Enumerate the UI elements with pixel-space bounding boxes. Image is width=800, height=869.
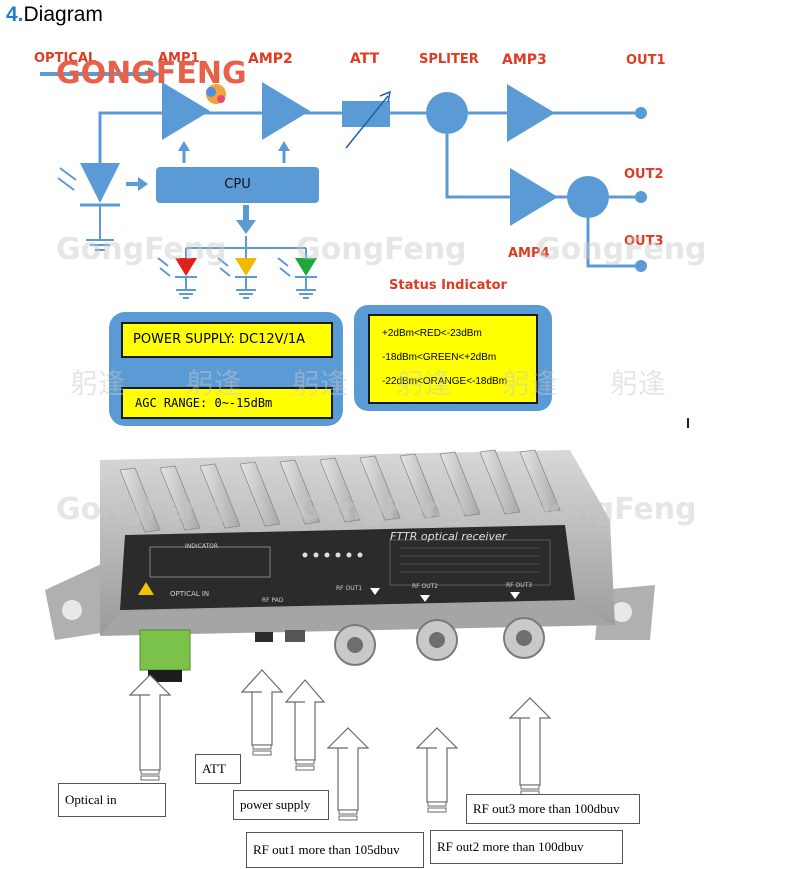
watermark-6: GongFeng	[526, 492, 697, 527]
arrow-rf-out1	[326, 727, 370, 811]
callout-rf-out1: RF out1 more than 105dbuv	[246, 832, 424, 868]
label-out1: OUT1	[626, 53, 666, 68]
section-number: 4.	[6, 3, 24, 26]
out1-port	[635, 107, 647, 119]
callout-rf-out2: RF out2 more than 100dbuv	[430, 830, 623, 864]
status-line-orange: -22dBm<ORANGE<-18dBm	[382, 376, 508, 387]
arrow-att	[240, 669, 284, 746]
led-green	[295, 258, 317, 276]
watermark-5: GongFeng	[296, 492, 467, 527]
device-rf-pad-label: RF PAD	[262, 597, 284, 604]
label-spliter: SPLITER	[419, 52, 479, 67]
brand-logo: GONGFENG	[56, 56, 247, 91]
callout-power-supply: power supply	[233, 790, 329, 820]
status-line-green: -18dBm<GREEN<+2dBm	[382, 352, 497, 363]
led-orange	[235, 258, 257, 276]
section-title: Diagram	[23, 3, 103, 26]
watermark-cjk-4: 躬逢	[396, 367, 453, 400]
arrow-power-supply	[284, 679, 326, 761]
splitter-circle	[426, 92, 468, 134]
watermark-cjk-5: 躬逢	[502, 367, 559, 400]
label-amp3: AMP3	[502, 52, 547, 68]
status-line-red: +2dBm<RED<-23dBm	[382, 328, 482, 339]
label-att: ATT	[350, 51, 380, 67]
device-title: FTTR optical receiver	[390, 530, 507, 543]
power-supply-box: POWER SUPPLY: DC12V/1A	[121, 322, 333, 358]
optical-connector	[139, 629, 191, 671]
led-red	[175, 258, 197, 276]
agc-range-box: AGC RANGE: 0~-15dBm	[121, 387, 333, 419]
watermark-1: GongFeng	[56, 232, 227, 267]
device-rf-out2-label: RF OUT2	[412, 583, 439, 590]
label-amp2: AMP2	[248, 51, 293, 67]
amp4-triangle	[510, 168, 558, 226]
device-optical-in-label: OPTICAL IN	[170, 590, 210, 598]
cpu-box	[156, 167, 319, 203]
label-amp4: AMP4	[508, 246, 550, 261]
stray-mark	[687, 418, 689, 428]
watermark-cjk-1: 躬逢	[70, 367, 127, 400]
label-out3: OUT3	[624, 234, 664, 249]
photodiode-triangle	[80, 163, 120, 203]
watermark-cjk-3: 躬逢	[292, 367, 349, 400]
callout-att: ATT	[195, 754, 241, 784]
label-amp1: AMP1	[158, 51, 200, 66]
arrow-rf-out3	[508, 697, 552, 786]
label-optical: OPTICAL	[34, 51, 97, 66]
label-out2: OUT2	[624, 167, 664, 182]
watermark-3: GongFeng	[536, 232, 707, 267]
device-photo	[45, 449, 655, 682]
arrow-optical-in	[128, 674, 172, 771]
watermark-2: GongFeng	[296, 232, 467, 267]
callout-arrows	[128, 669, 552, 821]
device-rf-out3-label: RF OUT3	[506, 582, 533, 589]
amp2-triangle	[262, 82, 310, 140]
watermark-4: GongFeng	[56, 492, 227, 527]
arrow-rf-out2	[415, 727, 459, 803]
cpu-label: CPU	[224, 177, 251, 192]
label-panel	[120, 525, 575, 610]
section-heading: 4.Diagram	[6, 3, 103, 27]
device-rf-out1-label: RF OUT1	[336, 585, 363, 592]
block-diagram	[40, 67, 647, 299]
status-indicator-title: Status Indicator	[389, 278, 507, 293]
callout-rf-out3: RF out3 more than 100dbuv	[466, 794, 640, 824]
rf-connectors	[334, 617, 545, 666]
splitter2-circle	[567, 176, 609, 218]
status-indicator-box: +2dBm<RED<-23dBm -18dBm<GREEN<+2dBm -22d…	[368, 314, 538, 404]
amp3-triangle	[507, 84, 555, 142]
amp1-triangle	[162, 82, 210, 140]
out3-port	[635, 260, 647, 272]
watermark-cjk-2: 躬逢	[186, 367, 243, 400]
out2-port	[635, 191, 647, 203]
callout-optical-in: Optical in	[58, 783, 166, 817]
optical-arrowhead	[148, 67, 160, 81]
watermark-cjk-6: 躬逢	[610, 367, 667, 400]
device-indicator-label: INDICATOR	[185, 543, 219, 550]
